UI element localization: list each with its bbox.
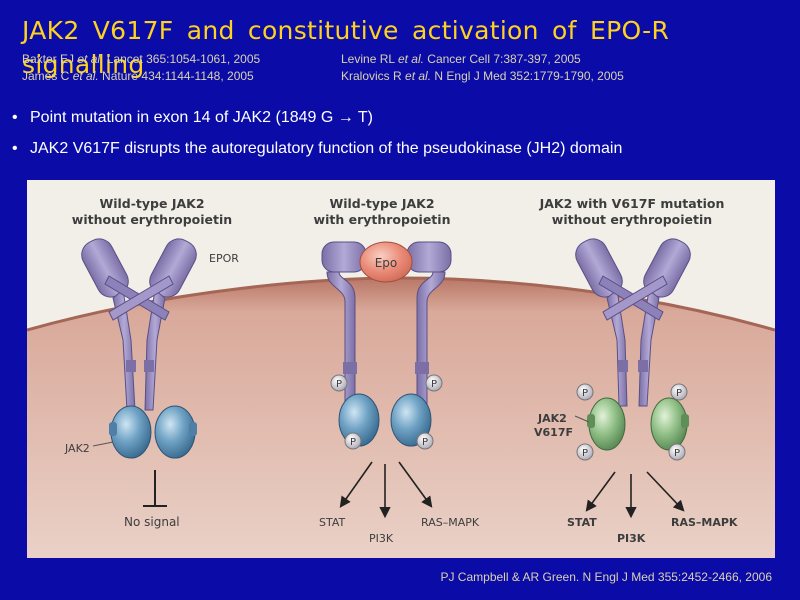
epor-label: EPOR bbox=[209, 252, 239, 265]
jak2-v617f-label-line2: V617F bbox=[534, 426, 573, 439]
arrow-stat bbox=[339, 461, 373, 508]
svg-text:P: P bbox=[674, 448, 680, 459]
svg-text:P: P bbox=[336, 379, 342, 390]
ref-author: Baxter EJ bbox=[22, 52, 75, 66]
ref-citation: Cancer Cell 7:387-397, 2005 bbox=[427, 52, 581, 66]
source-reference: PJ Campbell & AR Green. N Engl J Med 355… bbox=[440, 570, 772, 584]
phospho-site: P bbox=[416, 432, 434, 450]
phospho-site: P bbox=[670, 383, 688, 401]
svg-text:P: P bbox=[676, 388, 682, 399]
arrow-ras-mapk bbox=[398, 461, 433, 508]
arrow-ras-mapk bbox=[646, 471, 685, 512]
ref-author: Kralovics R bbox=[341, 69, 402, 83]
ref-etal: et al. bbox=[77, 52, 104, 66]
panel-wildtype-with-epo: Wild-type JAK2 with erythropoietin Epo P… bbox=[314, 196, 480, 545]
ref-citation: N Engl J Med 352:1779-1790, 2005 bbox=[434, 69, 624, 83]
ref-author: James C bbox=[22, 69, 70, 83]
pi3k-label: PI3K bbox=[369, 532, 394, 545]
panel1-title-line2: without erythropoietin bbox=[72, 212, 232, 227]
arrow-stat bbox=[585, 471, 616, 512]
panel-v617f-no-epo: JAK2 with V617F mutation without erythro… bbox=[534, 196, 738, 545]
svg-text:P: P bbox=[582, 388, 588, 399]
stat-label: STAT bbox=[567, 516, 597, 529]
phospho-site: P bbox=[425, 374, 443, 392]
phospho-site: P bbox=[668, 443, 686, 461]
ras-mapk-label: RAS–MAPK bbox=[671, 516, 738, 529]
panel2-title-line1: Wild-type JAK2 bbox=[329, 196, 434, 211]
panel1-title-line1: Wild-type JAK2 bbox=[99, 196, 204, 211]
bullet-list: Point mutation in exon 14 of JAK2 (1849 … bbox=[12, 108, 622, 170]
panel-wildtype-no-epo: Wild-type JAK2 without erythropoietin EP… bbox=[64, 196, 239, 529]
reference-levine: Levine RL et al. Cancer Cell 7:387-397, … bbox=[341, 52, 581, 66]
ref-etal: et al. bbox=[397, 52, 424, 66]
phospho-site: P bbox=[576, 443, 594, 461]
bullet-autoregulation: JAK2 V617F disrupts the autoregulatory f… bbox=[12, 139, 622, 159]
ref-author: Levine RL bbox=[341, 52, 395, 66]
svg-text:P: P bbox=[431, 379, 437, 390]
epor-receptor-left-active bbox=[321, 241, 367, 413]
ref-etal: et al. bbox=[72, 69, 99, 83]
phospho-site: P bbox=[344, 432, 362, 450]
phospho-site: P bbox=[576, 383, 594, 401]
reference-kralovics: Kralovics R et al. N Engl J Med 352:1779… bbox=[341, 69, 624, 83]
bullet-point-mutation: Point mutation in exon 14 of JAK2 (1849 … bbox=[12, 108, 622, 128]
panel2-title-line2: with erythropoietin bbox=[314, 212, 451, 227]
ref-citation: Lancet 365:1054-1061, 2005 bbox=[106, 52, 261, 66]
no-signal-symbol bbox=[143, 470, 167, 507]
epo-molecule bbox=[359, 241, 413, 283]
ref-citation: Nature 434:1144-1148, 2005 bbox=[102, 69, 254, 83]
reference-baxter: Baxter EJ et al. Lancet 365:1054-1061, 2… bbox=[22, 52, 260, 66]
jak2-v617f-label-line1: JAK2 bbox=[537, 412, 567, 425]
reference-james: James C et al. Nature 434:1144-1148, 200… bbox=[22, 69, 254, 83]
phospho-site: P bbox=[330, 374, 348, 392]
panel3-title-line1: JAK2 with V617F mutation bbox=[539, 196, 725, 211]
ras-mapk-label: RAS–MAPK bbox=[421, 516, 480, 529]
jak2-active-right bbox=[390, 393, 432, 447]
svg-text:P: P bbox=[350, 437, 356, 448]
no-signal-label: No signal bbox=[124, 515, 180, 529]
stat-label: STAT bbox=[319, 516, 346, 529]
jak2-label: JAK2 bbox=[64, 442, 90, 455]
svg-text:P: P bbox=[422, 437, 428, 448]
jak2-signalling-figure: Wild-type JAK2 without erythropoietin EP… bbox=[27, 180, 775, 558]
pi3k-label: PI3K bbox=[617, 532, 646, 545]
panel3-title-line2: without erythropoietin bbox=[552, 212, 712, 227]
svg-text:P: P bbox=[582, 448, 588, 459]
slide-title: JAK2 V617F and constitutive activation o… bbox=[22, 16, 670, 79]
ref-etal: et al. bbox=[405, 69, 432, 83]
epo-label: Epo bbox=[375, 256, 398, 270]
